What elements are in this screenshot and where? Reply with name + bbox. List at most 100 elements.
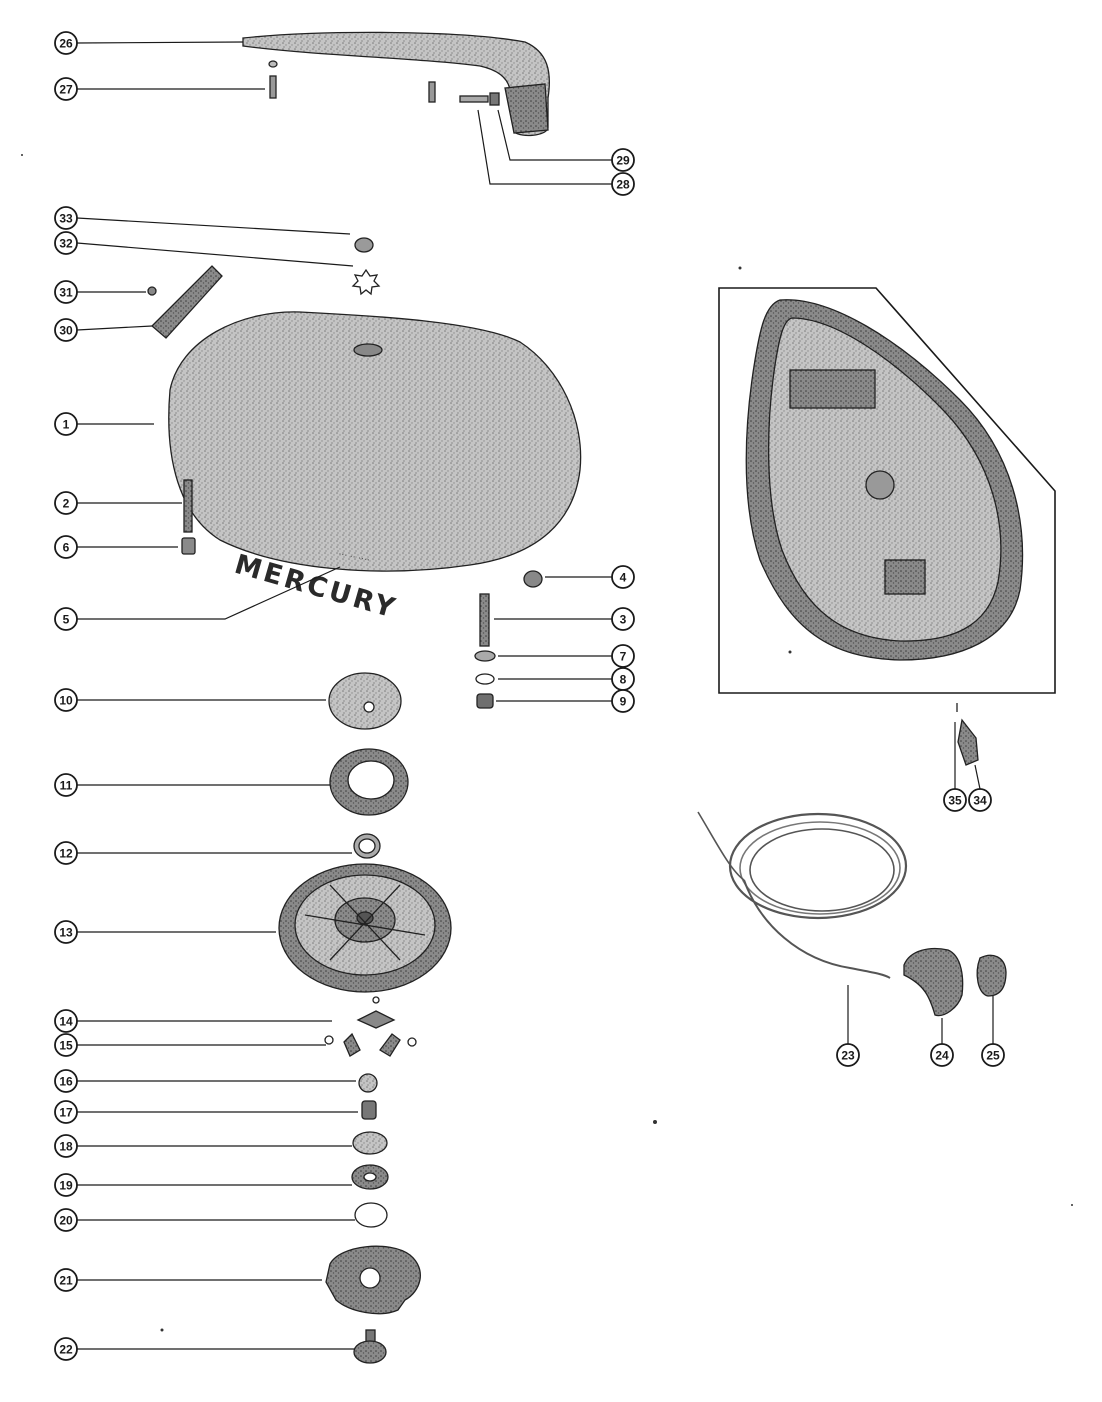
callout-circle-23 <box>836 1043 860 1067</box>
callout-label-4: 4 <box>620 571 627 585</box>
part-34-35-clip <box>956 703 979 766</box>
callout-23: 23 <box>836 985 860 1067</box>
part-31-screw <box>147 286 157 296</box>
callout-label-17: 17 <box>59 1106 73 1120</box>
callout-13: 13 <box>54 920 276 944</box>
callout-29: 29 <box>497 109 635 172</box>
callout-label-6: 6 <box>63 541 70 555</box>
callout-label-20: 20 <box>59 1214 73 1228</box>
callout-circle-11 <box>54 773 78 797</box>
callout-circle-24 <box>930 1043 954 1067</box>
callout-circle-34 <box>968 788 992 812</box>
callout-19: 19 <box>54 1173 352 1197</box>
callout-label-1: 1 <box>63 418 70 432</box>
callout-circle-13 <box>54 920 78 944</box>
callout-32: 32 <box>54 231 354 267</box>
callout-label-13: 13 <box>59 926 73 940</box>
callout-label-18: 18 <box>59 1140 73 1154</box>
callout-2: 2 <box>54 491 182 515</box>
inset-bottom-cowl-view <box>718 287 1056 694</box>
part-14-15-pawls <box>324 996 417 1057</box>
callout-5: 5 <box>54 566 341 631</box>
callout-circle-9 <box>611 689 635 713</box>
leader-line-30 <box>76 325 153 331</box>
leader-line-29 <box>497 109 612 161</box>
callout-circle-16 <box>54 1069 78 1093</box>
callout-18: 18 <box>54 1134 352 1158</box>
callout-31: 31 <box>54 280 146 304</box>
callout-circle-22 <box>54 1337 78 1361</box>
callout-10: 10 <box>54 688 326 712</box>
callout-label-35: 35 <box>948 794 962 808</box>
callout-label-32: 32 <box>59 237 73 251</box>
callout-label-14: 14 <box>59 1015 73 1029</box>
callout-9: 9 <box>496 689 635 713</box>
callout-circle-5 <box>54 607 78 631</box>
part-26-handle <box>242 31 551 137</box>
callout-circle-6 <box>54 535 78 559</box>
callout-label-22: 22 <box>59 1343 73 1357</box>
callout-label-3: 3 <box>620 613 627 627</box>
callout-label-2: 2 <box>63 497 70 511</box>
callout-circle-30 <box>54 318 78 342</box>
callout-circle-3 <box>611 607 635 631</box>
callout-circle-18 <box>54 1134 78 1158</box>
part-13-pulley <box>278 863 452 993</box>
callout-25: 25 <box>981 996 1005 1067</box>
callout-circle-27 <box>54 77 78 101</box>
callout-6: 6 <box>54 535 178 559</box>
part-16-ball <box>358 1073 378 1093</box>
callout-20: 20 <box>54 1208 355 1232</box>
callout-circle-4 <box>611 565 635 589</box>
callout-label-25: 25 <box>986 1049 1000 1063</box>
callout-label-9: 9 <box>620 695 627 709</box>
callout-label-21: 21 <box>59 1274 73 1288</box>
part-10-cup <box>328 672 402 730</box>
callout-circle-32 <box>54 231 78 255</box>
callout-label-23: 23 <box>841 1049 855 1063</box>
callout-label-7: 7 <box>620 650 627 664</box>
callout-35: 35 <box>943 722 967 812</box>
callout-7: 7 <box>498 644 635 668</box>
part-22-knob <box>353 1329 387 1364</box>
callout-16: 16 <box>54 1069 356 1093</box>
part-25-cap <box>976 954 1007 997</box>
leader-line-5 <box>77 566 341 620</box>
callout-21: 21 <box>54 1268 322 1292</box>
callout-circle-15 <box>54 1033 78 1057</box>
callout-circle-17 <box>54 1100 78 1124</box>
part-23-rope <box>697 811 908 979</box>
callout-circle-14 <box>54 1009 78 1033</box>
callout-label-31: 31 <box>59 286 73 300</box>
callout-circle-33 <box>54 206 78 230</box>
callout-label-28: 28 <box>616 178 630 192</box>
callout-circle-7 <box>611 644 635 668</box>
callout-label-12: 12 <box>59 847 73 861</box>
part-21-plate <box>325 1245 421 1315</box>
callout-1: 1 <box>54 412 154 436</box>
callout-circle-20 <box>54 1208 78 1232</box>
callout-circle-19 <box>54 1173 78 1197</box>
part-28-29-bolt-nut <box>459 92 500 106</box>
callout-label-5: 5 <box>63 613 70 627</box>
leader-line-28 <box>477 109 612 185</box>
part-3-7-8-9-stack <box>474 593 496 709</box>
part-30-strip <box>151 265 223 339</box>
callout-label-29: 29 <box>616 154 630 168</box>
callout-30: 30 <box>54 318 153 342</box>
callout-label-11: 11 <box>60 779 73 793</box>
callout-circle-21 <box>54 1268 78 1292</box>
callout-33: 33 <box>54 206 351 235</box>
callout-label-27: 27 <box>59 83 73 97</box>
callout-circle-1 <box>54 412 78 436</box>
callout-circle-29 <box>611 148 635 172</box>
callout-label-15: 15 <box>59 1039 73 1053</box>
callout-15: 15 <box>54 1033 326 1057</box>
part-32-33-washer-nut <box>351 237 381 296</box>
callout-4: 4 <box>545 565 635 589</box>
callout-8: 8 <box>498 667 635 691</box>
callout-22: 22 <box>54 1337 355 1361</box>
callout-label-26: 26 <box>59 37 73 51</box>
callout-11: 11 <box>54 773 330 797</box>
